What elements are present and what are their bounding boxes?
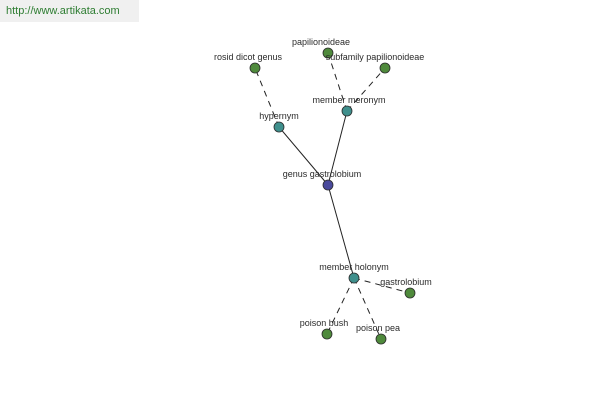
node-label-rosid-dicot-genus[interactable]: rosid dicot genus bbox=[214, 52, 283, 62]
node-poison-bush[interactable] bbox=[321, 328, 333, 340]
node-member-holonym[interactable] bbox=[348, 272, 360, 284]
node-label-member-holonym[interactable]: member holonym bbox=[319, 262, 389, 272]
edge-member-meronym-to-subfamily-papilionoideae bbox=[346, 67, 386, 112]
node-center[interactable] bbox=[322, 179, 334, 191]
node-label-center[interactable]: genus gastrolobium bbox=[283, 169, 362, 179]
edge-member-holonym-to-gastrolobium bbox=[353, 277, 411, 294]
node-subfamily-papilionoideae[interactable] bbox=[379, 62, 391, 74]
node-label-poison-pea[interactable]: poison pea bbox=[356, 323, 400, 333]
node-papilionoideae[interactable] bbox=[322, 47, 334, 59]
node-rosid-dicot-genus[interactable] bbox=[249, 62, 261, 74]
edge-center-to-hypernym bbox=[278, 126, 329, 186]
site-url-watermark[interactable]: http://www.artikata.com bbox=[0, 0, 139, 22]
edge-center-to-member-holonym bbox=[327, 184, 355, 279]
graph-labels: genus gastrolobium hypernym member meronym… bbox=[214, 37, 432, 333]
node-label-subfamily-papilionoideae[interactable]: subfamily papilionoideae bbox=[326, 52, 425, 62]
node-member-meronym[interactable] bbox=[341, 105, 353, 117]
node-poison-pea[interactable] bbox=[375, 333, 387, 345]
node-hypernym[interactable] bbox=[273, 121, 285, 133]
graph-edges bbox=[254, 52, 411, 340]
edge-member-holonym-to-poison-pea bbox=[353, 277, 382, 340]
edge-center-to-member-meronym bbox=[327, 110, 348, 186]
node-label-member-meronym[interactable]: member meronym bbox=[312, 95, 385, 105]
node-label-hypernym[interactable]: hypernym bbox=[259, 111, 299, 121]
node-label-papilionoideae[interactable]: papilionoideae bbox=[292, 37, 350, 47]
node-gastrolobium[interactable] bbox=[404, 287, 416, 299]
node-label-gastrolobium[interactable]: gastrolobium bbox=[380, 277, 432, 287]
graph-nodes bbox=[249, 47, 416, 345]
node-label-poison-bush[interactable]: poison bush bbox=[300, 318, 349, 328]
